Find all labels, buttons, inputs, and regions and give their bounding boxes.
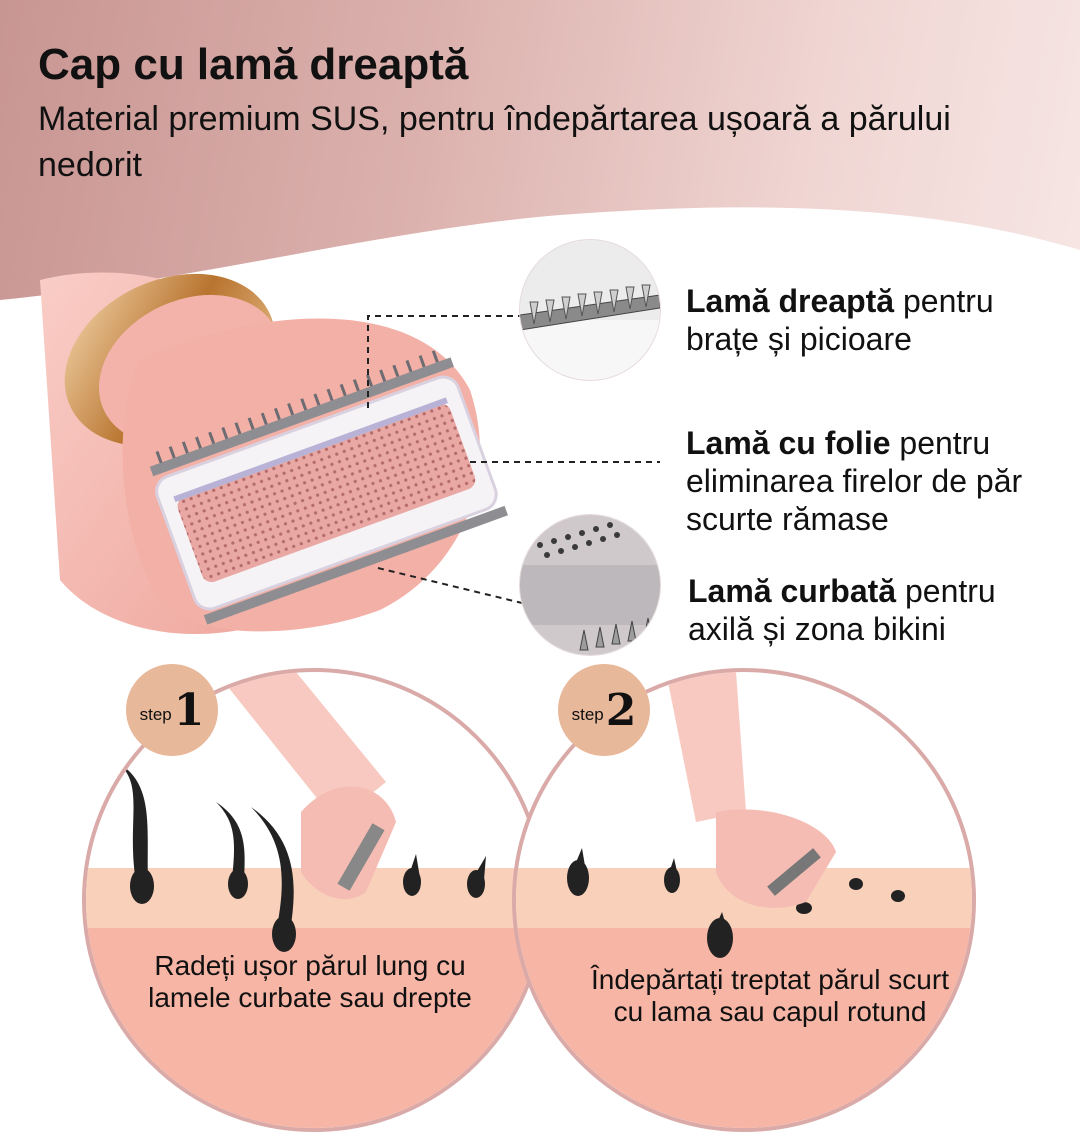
step-2-number: 2 bbox=[605, 684, 637, 736]
step-2-caption: Îndepărtați treptat părul scurt cu lama … bbox=[540, 964, 1000, 1028]
step-2-badge: step 2 bbox=[558, 664, 650, 756]
shaver-head-illustration bbox=[40, 272, 508, 634]
step-1-badge: step 1 bbox=[126, 664, 218, 756]
feature-straight-blade-desc: brațe și picioare bbox=[686, 321, 912, 357]
step-1-word: step bbox=[139, 705, 172, 724]
step-2-caption-line-2: cu lama sau capul rotund bbox=[613, 996, 927, 1027]
zoom-curved-blade bbox=[520, 515, 660, 655]
step-2-illustration bbox=[512, 668, 976, 1132]
feature-curved-blade: Lamă curbată pentru axilă și zona bikini bbox=[688, 572, 996, 648]
step-1-caption-line-1: Radeți ușor părul lung cu bbox=[154, 950, 466, 981]
step-1-number: 1 bbox=[173, 684, 205, 736]
feature-foil-blade-desc-1: eliminarea firelor de păr bbox=[686, 463, 1023, 499]
feature-foil-blade-for: pentru bbox=[890, 425, 991, 461]
step-2-word: step bbox=[571, 705, 604, 724]
page-title: Cap cu lamă dreaptă bbox=[38, 40, 469, 89]
page-subtitle: Material premium SUS, pentru îndepărtare… bbox=[38, 100, 951, 184]
feature-foil-blade: Lamă cu folie pentru eliminarea firelor … bbox=[686, 424, 1022, 538]
zoom-straight-blade bbox=[520, 240, 660, 380]
step-1-caption-line-2: lamele curbate sau drepte bbox=[148, 982, 472, 1013]
feature-straight-blade-for: pentru bbox=[894, 283, 994, 319]
feature-straight-blade: Lamă dreaptă pentru brațe și picioare bbox=[686, 282, 994, 358]
feature-curved-blade-for: pentru bbox=[896, 573, 996, 609]
feature-curved-blade-desc: axilă și zona bikini bbox=[688, 611, 946, 647]
callout-lines bbox=[367, 315, 660, 604]
feature-curved-blade-title: Lamă curbată bbox=[688, 573, 897, 609]
feature-foil-blade-desc-2: scurte rămase bbox=[686, 501, 889, 537]
feature-foil-blade-title: Lamă cu folie bbox=[686, 425, 891, 461]
step-2-caption-line-1: Îndepărtați treptat părul scurt bbox=[591, 964, 949, 995]
feature-straight-blade-title: Lamă dreaptă bbox=[686, 283, 895, 319]
step-1-caption: Radeți ușor părul lung cu lamele curbate… bbox=[100, 950, 520, 1014]
